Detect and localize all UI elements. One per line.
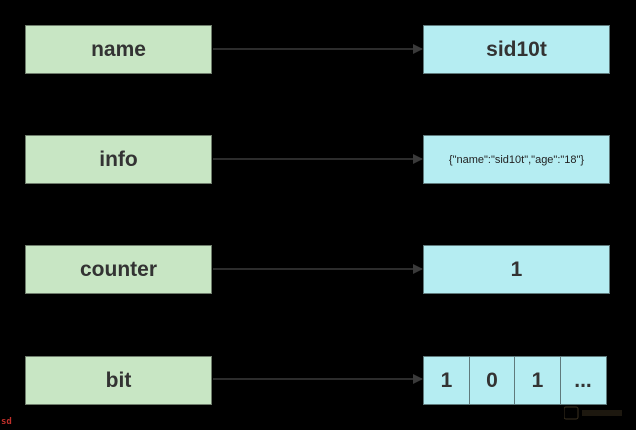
bitmap-cells: 1 0 1 ... [423, 356, 607, 405]
key-box-bit: bit [25, 356, 212, 405]
bit-cell: 1 [514, 356, 561, 405]
bit-cell: 1 [423, 356, 470, 405]
key-box-counter: counter [25, 245, 212, 294]
value-box-info: {"name":"sid10t","age":"18"} [423, 135, 610, 184]
key-label-bit: bit [105, 368, 132, 392]
key-label-name: name [91, 37, 146, 61]
value-label-info: {"name":"sid10t","age":"18"} [448, 153, 585, 166]
key-label-counter: counter [79, 257, 157, 281]
bit-cell: 0 [468, 356, 516, 405]
corner-mark: sd [1, 417, 12, 427]
value-label-name: sid10t [486, 37, 547, 61]
watermark-icon [564, 406, 622, 420]
value-box-counter: 1 [423, 245, 610, 294]
key-label-info: info [99, 147, 138, 171]
key-box-info: info [25, 135, 212, 184]
bit-cell-ellipsis: ... [559, 356, 607, 405]
value-box-name: sid10t [423, 25, 610, 74]
key-box-name: name [25, 25, 212, 74]
value-label-counter: 1 [510, 257, 523, 281]
watermark-logo [556, 400, 632, 426]
